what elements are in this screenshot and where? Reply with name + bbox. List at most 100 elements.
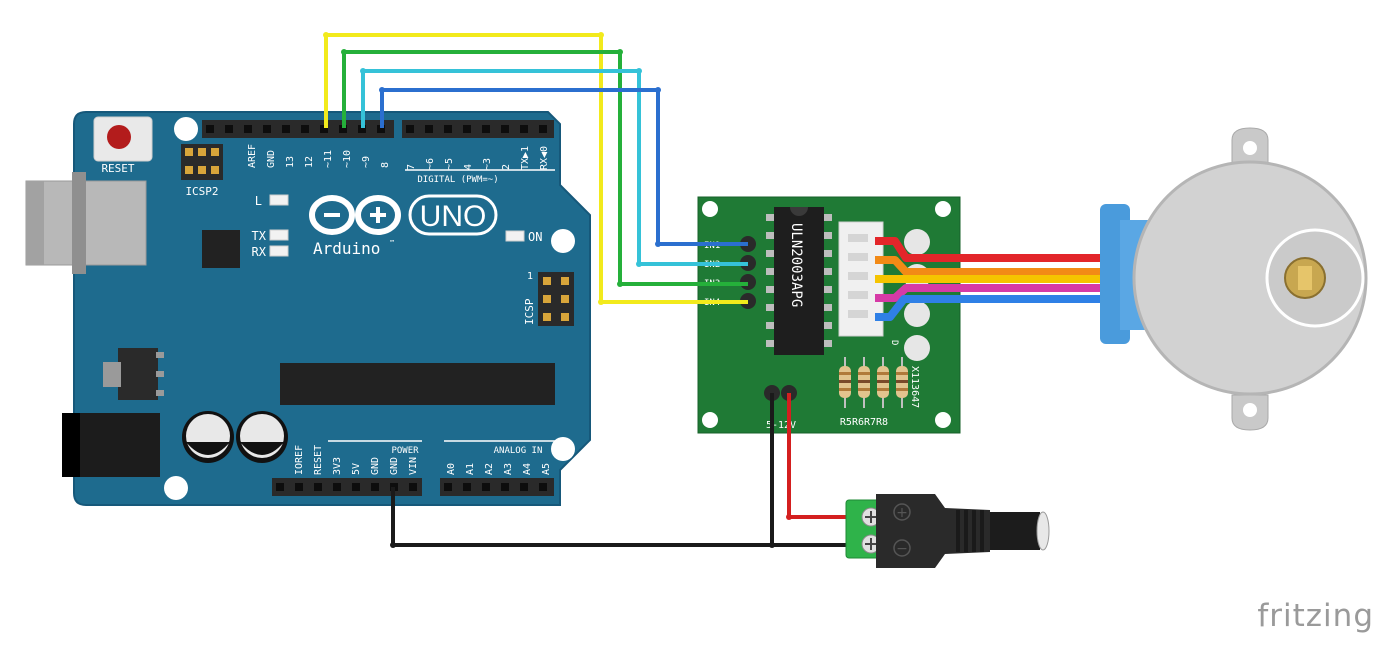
pin-label: IOREF: [294, 445, 305, 475]
header-pin[interactable]: [333, 483, 341, 491]
uln2003-chip: ULN2003APG: [766, 207, 832, 355]
indicator-led: [904, 301, 930, 327]
jack-grip: [956, 510, 984, 552]
motor-wire-blue: [875, 295, 1100, 321]
header-pin[interactable]: [444, 125, 452, 133]
power-label: POWER: [391, 446, 419, 456]
led-on: [505, 230, 525, 242]
digital-header-right: [402, 120, 554, 138]
capacitor: [182, 411, 234, 463]
header-pin[interactable]: [225, 125, 233, 133]
icsp2-label: ICSP2: [185, 185, 218, 198]
header-pin[interactable]: [444, 483, 452, 491]
header-pin[interactable]: [482, 483, 490, 491]
mounting-hole: [164, 476, 188, 500]
header-pin[interactable]: [539, 483, 547, 491]
trademark: ™: [390, 239, 394, 247]
header-pin[interactable]: [463, 483, 471, 491]
icsp-header: [538, 272, 574, 326]
mounting-hole: [551, 229, 575, 253]
led-l: [269, 194, 289, 206]
icsp2-header: [181, 144, 223, 180]
header-pin[interactable]: [520, 125, 528, 133]
header-pin[interactable]: [406, 125, 414, 133]
pin-label: 13: [285, 156, 296, 168]
pin-label: ~6: [425, 158, 436, 170]
fritzing-watermark: fritzing: [1257, 598, 1374, 634]
pin-label: GND: [370, 457, 381, 475]
pin-label: 8: [380, 162, 391, 168]
pin-label: ~3: [482, 158, 493, 170]
header-pin[interactable]: [295, 483, 303, 491]
pin-label: GND: [266, 150, 277, 168]
mounting-hole: [551, 437, 575, 461]
pin-label: AREF: [247, 144, 258, 168]
pin-label: ~9: [361, 156, 372, 168]
header-pin[interactable]: [425, 125, 433, 133]
header-pin[interactable]: [501, 125, 509, 133]
pin-label: RX◀0: [539, 146, 550, 170]
uno-text: UNO: [420, 200, 487, 233]
chip-label: ULN2003APG: [788, 223, 804, 307]
driver-power-label: 5-12V: [766, 420, 796, 431]
pin-label: A0: [446, 463, 457, 475]
arduino-pcb: [73, 111, 591, 506]
led-tx: [269, 229, 289, 241]
jack-minus-symbol: −: [896, 541, 908, 557]
resistor-array: [839, 357, 908, 408]
header-pin[interactable]: [276, 483, 284, 491]
header-pin[interactable]: [263, 125, 271, 133]
header-pin[interactable]: [371, 483, 379, 491]
header-pin[interactable]: [409, 483, 417, 491]
digital-header-left: [202, 120, 394, 138]
mounting-hole: [935, 412, 951, 428]
jack-body: [876, 494, 990, 568]
wire-joints: [323, 32, 661, 305]
reset-button-cap[interactable]: [107, 125, 131, 149]
header-pin[interactable]: [482, 125, 490, 133]
header-pin[interactable]: [339, 125, 347, 133]
header-pin[interactable]: [520, 483, 528, 491]
arduino-logo: [309, 195, 401, 235]
icsp-pin1-label: 1: [527, 271, 533, 282]
analog-label: ANALOG IN: [494, 446, 543, 456]
indicator-led: [904, 335, 930, 361]
reset-label: RESET: [101, 162, 134, 175]
mounting-hole: [702, 412, 718, 428]
header-pin[interactable]: [206, 125, 214, 133]
pin-label: RESET: [313, 445, 324, 475]
header-pin[interactable]: [282, 125, 290, 133]
pin-label: 5V: [351, 463, 362, 475]
header-pin[interactable]: [377, 125, 385, 133]
header-pin[interactable]: [314, 483, 322, 491]
mounting-hole: [174, 117, 198, 141]
pin-label: ~10: [342, 150, 353, 168]
icsp-label: ICSP: [523, 298, 536, 325]
pin-label: 3V3: [332, 457, 343, 475]
led-tx-label: TX: [252, 229, 267, 243]
pin-label: VIN: [408, 457, 419, 475]
voltage-regulator: [103, 348, 164, 400]
led-l-label: L: [255, 194, 262, 208]
led-rx: [269, 245, 289, 257]
jack-plus-symbol: +: [896, 505, 908, 521]
header-pin[interactable]: [501, 483, 509, 491]
header-pin[interactable]: [463, 125, 471, 133]
header-pin[interactable]: [358, 125, 366, 133]
uno-badge: [408, 194, 498, 236]
usb-chip: [202, 230, 240, 268]
header-pin[interactable]: [301, 125, 309, 133]
pin-label: A1: [465, 463, 476, 475]
header-pin[interactable]: [320, 125, 328, 133]
pin-label: ~11: [323, 150, 334, 168]
header-pin[interactable]: [539, 125, 547, 133]
header-pin[interactable]: [352, 483, 360, 491]
pin-label: A4: [522, 463, 533, 475]
header-pin[interactable]: [244, 125, 252, 133]
motor-wire-pink: [875, 284, 1100, 302]
board-code: X113647: [909, 366, 920, 408]
pin-label: A2: [484, 463, 495, 475]
